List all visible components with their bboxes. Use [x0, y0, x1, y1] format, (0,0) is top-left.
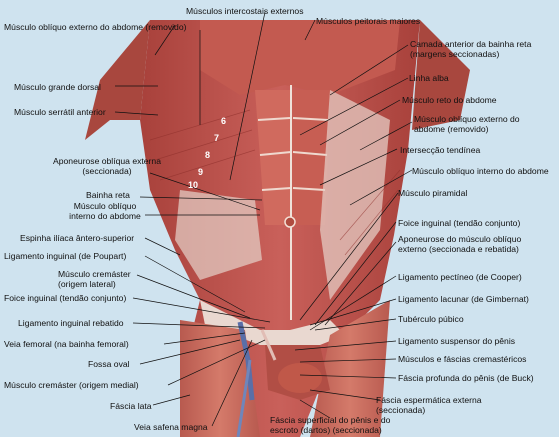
label-linha-alba: Linha alba	[409, 73, 449, 83]
label-suspensor: Ligamento suspensor do pênis	[398, 336, 516, 346]
label-peitorais: Músculos peitorais maiores	[316, 16, 421, 26]
pectoral-right	[285, 20, 400, 95]
saphenous-vein	[236, 359, 252, 437]
label-pectineo: Ligamento pectíneo (de Cooper)	[398, 272, 522, 282]
label-cremaster-lateral: Músculo cremáster (origem lateral)	[58, 269, 131, 289]
rectus-right	[292, 90, 330, 225]
label-cremastericos: Músculos e fáscias cremastéricos	[398, 354, 527, 364]
label-intercostais: Músculos intercostais externos	[186, 6, 304, 16]
label-fossa-oval: Fossa oval	[88, 359, 130, 369]
femoral-vein	[237, 321, 255, 401]
rib-number-9: 9	[198, 167, 204, 177]
rib-number-8: 8	[205, 150, 211, 160]
label-obliquo-ext-removido-right: Músculo oblíquo externo do abdome (remov…	[414, 114, 520, 134]
label-foice-right: Foice inguinal (tendão conjunto)	[398, 218, 521, 228]
aponeurosis-right	[320, 90, 390, 300]
label-grande-dorsal: Músculo grande dorsal	[14, 82, 101, 92]
testis	[278, 363, 322, 393]
label-obliquo-ext-removido-top: Músculo oblíquo externo do abdome (remov…	[4, 22, 187, 32]
label-foice-left: Foice inguinal (tendão conjunto)	[4, 293, 127, 303]
aponeurosis-left	[175, 190, 262, 280]
label-veia-femoral: Veia femoral (na bainha femoral)	[4, 339, 129, 349]
label-piramidal: Músculo piramidal	[398, 188, 468, 198]
right-thigh	[310, 300, 390, 437]
label-obliquo-int-left: Músculo oblíquo interno do abdome	[69, 201, 141, 221]
label-lacunar: Ligamento lacunar (de Gimbernat)	[398, 294, 529, 304]
label-veia-safena: Veia safena magna	[134, 422, 208, 432]
rib-number-10: 10	[188, 180, 199, 190]
label-reto-abdome: Músculo reto do abdome	[402, 95, 497, 105]
label-interseccao: Intersecção tendínea	[400, 145, 481, 155]
label-camada-anterior: Camada anterior da bainha reta (margens …	[410, 39, 532, 59]
label-espinha-iliaca: Espinha ilíaca ântero-superior	[20, 233, 135, 243]
label-fascia-lata: Fáscia lata	[110, 401, 152, 411]
pectoral-left	[200, 20, 285, 95]
label-ligamento-poupart: Ligamento inguinal (de Poupart)	[4, 251, 127, 261]
label-fascia-profunda: Fáscia profunda do pênis (de Buck)	[398, 373, 534, 383]
label-aponeurose-obliqua: Aponeurose oblíqua externa (seccionada)	[53, 156, 161, 176]
rib-number-7: 7	[214, 133, 220, 143]
label-bainha-reta: Bainha reta	[86, 190, 130, 200]
label-fascia-superficial: Fáscia superficial do pênis e do escroto…	[270, 415, 391, 435]
label-fascia-espermatica: Fáscia espermática externa (seccionada)	[376, 395, 482, 415]
rectus-left	[255, 90, 292, 225]
label-tuberculo: Tubérculo púbico	[398, 314, 464, 324]
label-serratil: Músculo serrátil anterior	[14, 107, 106, 117]
label-cremaster-medial: Músculo cremáster (origem medial)	[4, 380, 139, 390]
label-aponeurose-musculo: Aponeurose do músculo oblíquo externo (s…	[398, 234, 522, 254]
left-arm	[85, 20, 150, 140]
label-ligamento-rebatido: Ligamento inguinal rebatido	[18, 318, 124, 328]
rib-number-6: 6	[221, 116, 227, 126]
right-arm	[412, 20, 470, 130]
label-obliquo-int-right: Músculo oblíquo interno do abdome	[412, 166, 549, 176]
umbilicus	[284, 216, 296, 228]
leader-lines	[114, 11, 413, 427]
